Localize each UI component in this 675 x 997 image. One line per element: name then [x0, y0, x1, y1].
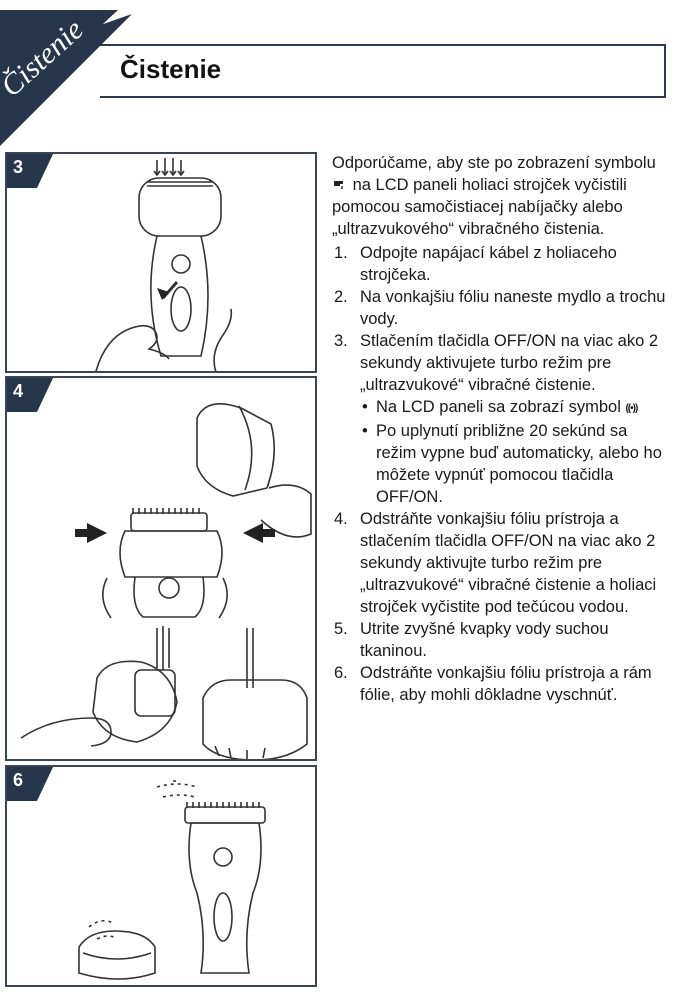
step-text: Odstráňte vonkajšiu fóliu prístroja a st…	[360, 510, 657, 616]
step-number: 6.	[334, 664, 348, 682]
step-item: 2. Na vonkajšiu fóliu naneste mydlo a tr…	[332, 286, 670, 330]
foil-removal-and-rinse-illustration	[20, 402, 312, 759]
panel-number: 4	[13, 381, 24, 401]
intro-paragraph: Odporúčame, aby ste po zobrazení symbolu…	[332, 152, 670, 240]
faucet-icon	[334, 181, 343, 189]
drying-parts-illustration	[78, 780, 266, 980]
bullet-item: Po uplynutí približne 20 sekúnd sa režim…	[360, 420, 670, 508]
instructions-column: Odporúčame, aby ste po zobrazení symbolu…	[332, 152, 670, 706]
intro-text-end: na LCD paneli holiaci strojček vyčistili…	[332, 176, 627, 238]
step-number: 3.	[334, 332, 348, 350]
step-item: 1. Odpojte napájací kábel z holiaceho st…	[332, 242, 670, 286]
bullet-text: Po uplynutí približne 20 sekúnd sa režim…	[376, 422, 662, 506]
step-item: 5. Utrite zvyšné kvapky vody suchou tkan…	[332, 618, 670, 662]
step-text: Odstráňte vonkajšiu fóliu prístroja a rá…	[360, 664, 652, 704]
bullet-list: Na LCD paneli sa zobrazí symbol ((•)) Po…	[360, 396, 670, 508]
step-text: Na vonkajšiu fóliu naneste mydlo a troch…	[360, 288, 666, 328]
vibration-icon: ((•))	[625, 403, 638, 414]
step-text: Stlačením tlačidla OFF/ON na viac ako 2 …	[360, 332, 659, 394]
page-title: Čistenie	[120, 54, 222, 84]
shaver-button-illustration	[95, 158, 233, 371]
step-number: 2.	[334, 288, 348, 306]
steps-list: 1. Odpojte napájací kábel z holiaceho st…	[332, 242, 670, 706]
section-corner-tab: Čistenie	[0, 0, 132, 146]
step-text: Utrite zvyšné kvapky vody suchou tkanino…	[360, 620, 609, 660]
step-item: 6. Odstráňte vonkajšiu fóliu prístroja a…	[332, 662, 670, 706]
step-number: 4.	[334, 510, 348, 528]
step-item: 3. Stlačením tlačidla OFF/ON na viac ako…	[332, 330, 670, 508]
bullet-item: Na LCD paneli sa zobrazí symbol ((•))	[360, 396, 670, 420]
panel-number: 6	[13, 770, 24, 790]
bullet-text: Na LCD paneli sa zobrazí symbol	[376, 398, 621, 416]
step-number: 1.	[334, 244, 348, 262]
figure-panel-6: 6	[5, 765, 317, 987]
intro-text-start: Odporúčame, aby ste po zobrazení symbolu	[332, 154, 656, 172]
title-frame	[100, 44, 666, 98]
figure-panel-3: 3	[5, 152, 317, 373]
step-number: 5.	[334, 620, 348, 638]
figure-panel-4: 4	[5, 376, 317, 761]
step-text: Odpojte napájací kábel z holiaceho stroj…	[360, 244, 617, 284]
step-item: 4. Odstráňte vonkajšiu fóliu prístroja a…	[332, 508, 670, 618]
panel-number: 3	[13, 157, 24, 177]
